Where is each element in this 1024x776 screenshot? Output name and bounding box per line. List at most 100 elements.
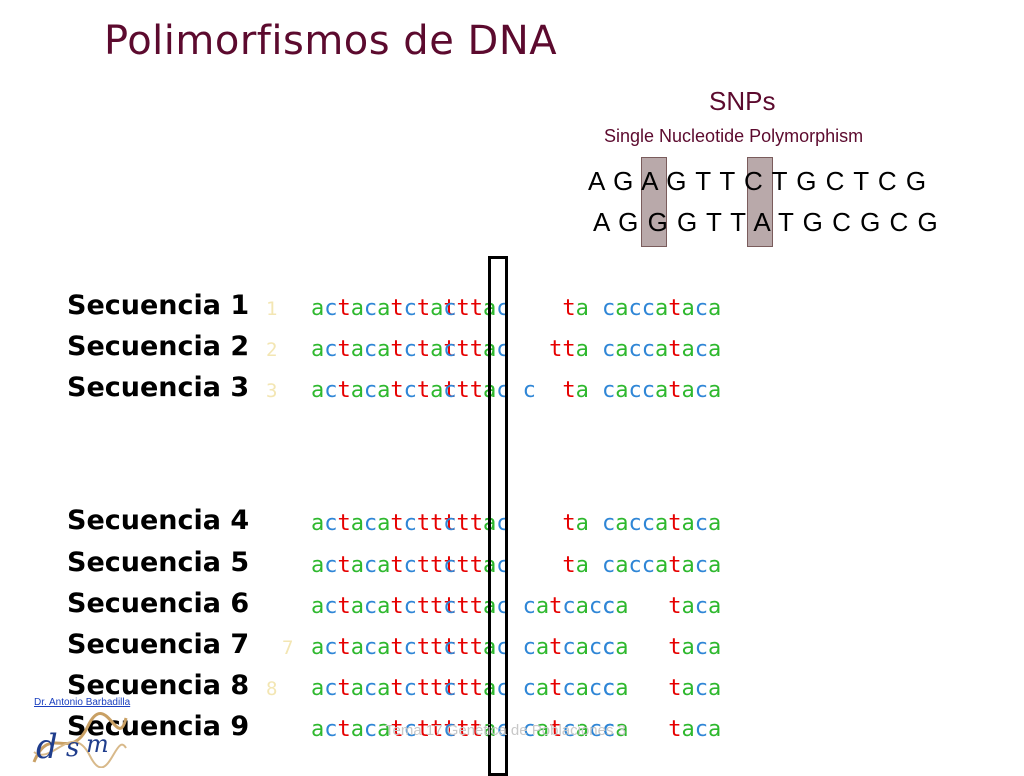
- sequence-segment: ta: [562, 296, 589, 321]
- sequence-segment: cat: [522, 594, 563, 619]
- sequence-segment: ac: [311, 717, 338, 742]
- dsm-logo-icon: d s m: [32, 712, 128, 768]
- sequence-segment: cacca: [602, 511, 669, 536]
- sequence-segment: c: [443, 337, 457, 362]
- sequence-segment: ac: [311, 378, 338, 403]
- sequence-segment: ca: [602, 676, 629, 701]
- sequence-segment: ta: [337, 553, 364, 578]
- sequence-label: Secuencia 7: [67, 629, 250, 660]
- sequence-label: Secuencia 9: [67, 711, 250, 742]
- sequence-segment: catc: [363, 511, 417, 536]
- sequence-segment: cacca: [602, 337, 669, 362]
- sequence-segment: c: [443, 378, 457, 403]
- sequence-segment: catc: [363, 337, 417, 362]
- sequence-segment: tta: [456, 296, 497, 321]
- sequence-segment: ta: [562, 337, 589, 362]
- sequence-segment: ca: [602, 717, 629, 742]
- sequence-segment: c: [443, 296, 457, 321]
- author-link[interactable]: Dr. Antonio Barbadilla: [34, 697, 131, 708]
- sequence-segment: c: [522, 378, 536, 403]
- sequence-segment: tta: [456, 511, 497, 536]
- sequence-segment: ac: [311, 553, 338, 578]
- sequence-number: 7: [282, 637, 294, 659]
- sequence-segment: ta: [337, 594, 364, 619]
- sequence-segment: taca: [668, 676, 722, 701]
- svg-text:d: d: [36, 727, 58, 767]
- svg-text:s: s: [66, 733, 79, 763]
- sequence-number: 3: [266, 380, 278, 402]
- sequence-number: 8: [266, 678, 278, 700]
- sequence-segment: ac: [311, 676, 338, 701]
- sequence-segment: cacca: [602, 553, 669, 578]
- sequence-segment: ta: [337, 378, 364, 403]
- sequence-segment: taca: [668, 594, 722, 619]
- sequence-number: 1: [266, 298, 278, 320]
- sequence-segment: ta: [562, 511, 589, 536]
- sequence-segment: ac: [311, 511, 338, 536]
- sequence-segment: tat: [416, 296, 457, 321]
- sequence-segment: catc: [363, 635, 417, 660]
- snp-highlight-1: [641, 157, 667, 247]
- sequence-segment: cacc: [562, 594, 616, 619]
- sequence-segment: ta: [337, 296, 364, 321]
- snp-highlight-2: [747, 157, 773, 247]
- sequence-segment: ac: [311, 296, 338, 321]
- sequence-segment: ac: [311, 337, 338, 362]
- sequence-segment: taca: [668, 378, 722, 403]
- sequence-segment: ta: [337, 337, 364, 362]
- sequence-segment: taca: [668, 511, 722, 536]
- footer-text: Tema 17 Genética de Poblaciones 3: [385, 722, 626, 739]
- sequence-segment: c: [443, 594, 457, 619]
- sequence-segment: cat: [522, 635, 563, 660]
- dna-line-2: A G G G T T A T G C G C G: [593, 207, 939, 237]
- sequence-segment: ac: [311, 594, 338, 619]
- snp-heading: SNPs: [709, 86, 776, 116]
- page-title: Polimorfismos de DNA: [104, 18, 558, 64]
- sequence-label: Secuencia 4: [67, 505, 250, 536]
- sequence-segment: catc: [363, 296, 417, 321]
- sequence-segment: ca: [602, 594, 629, 619]
- sequence-segment: c: [443, 553, 457, 578]
- sequence-segment: cat: [522, 676, 563, 701]
- sequence-segment: ta: [562, 378, 589, 403]
- sequence-segment: c: [443, 676, 457, 701]
- sequence-segment: catc: [363, 594, 417, 619]
- sequence-segment: ta: [337, 511, 364, 536]
- sequence-segment: ttt: [416, 635, 457, 660]
- sequence-label: Secuencia 2: [67, 331, 250, 362]
- sequence-segment: taca: [668, 553, 722, 578]
- sequence-label: Secuencia 1: [67, 290, 250, 321]
- sequence-segment: ta: [337, 635, 364, 660]
- sequence-label: Secuencia 3: [67, 372, 250, 403]
- sequence-segment: ttt: [416, 717, 457, 742]
- sequence-segment: taca: [668, 717, 722, 742]
- sequence-segment: c: [443, 511, 457, 536]
- sequence-segment: ttt: [416, 553, 457, 578]
- svg-text:m: m: [86, 730, 109, 758]
- sequence-segment: cacc: [562, 676, 616, 701]
- snp-subtitle: Single Nucleotide Polymorphism: [604, 126, 864, 146]
- sequence-segment: ta: [337, 676, 364, 701]
- sequence-segment: catc: [363, 717, 417, 742]
- sequence-segment: cacc: [562, 635, 616, 660]
- sequence-segment: cacc: [562, 717, 616, 742]
- sequence-segment: c: [443, 635, 457, 660]
- sequence-segment: cacca: [602, 296, 669, 321]
- sequence-segment: catc: [363, 378, 417, 403]
- sequence-segment: cacca: [602, 378, 669, 403]
- sequence-segment: t: [549, 337, 563, 362]
- sequence-segment: ca: [602, 635, 629, 660]
- dna-line-1: A G A G T T C T G C T C G: [588, 166, 928, 196]
- sequence-segment: c: [443, 717, 457, 742]
- sequence-segment: ttt: [416, 676, 457, 701]
- sequence-segment: taca: [668, 296, 722, 321]
- sequence-segment: catc: [363, 553, 417, 578]
- sequence-segment: taca: [668, 337, 722, 362]
- polymorphic-site-box: [488, 256, 508, 776]
- sequence-segment: ta: [337, 717, 364, 742]
- sequence-segment: tat: [416, 378, 457, 403]
- sequence-segment: ttt: [416, 511, 457, 536]
- sequence-segment: tat: [416, 337, 457, 362]
- sequence-segment: ac: [311, 635, 338, 660]
- sequence-segment: catc: [363, 676, 417, 701]
